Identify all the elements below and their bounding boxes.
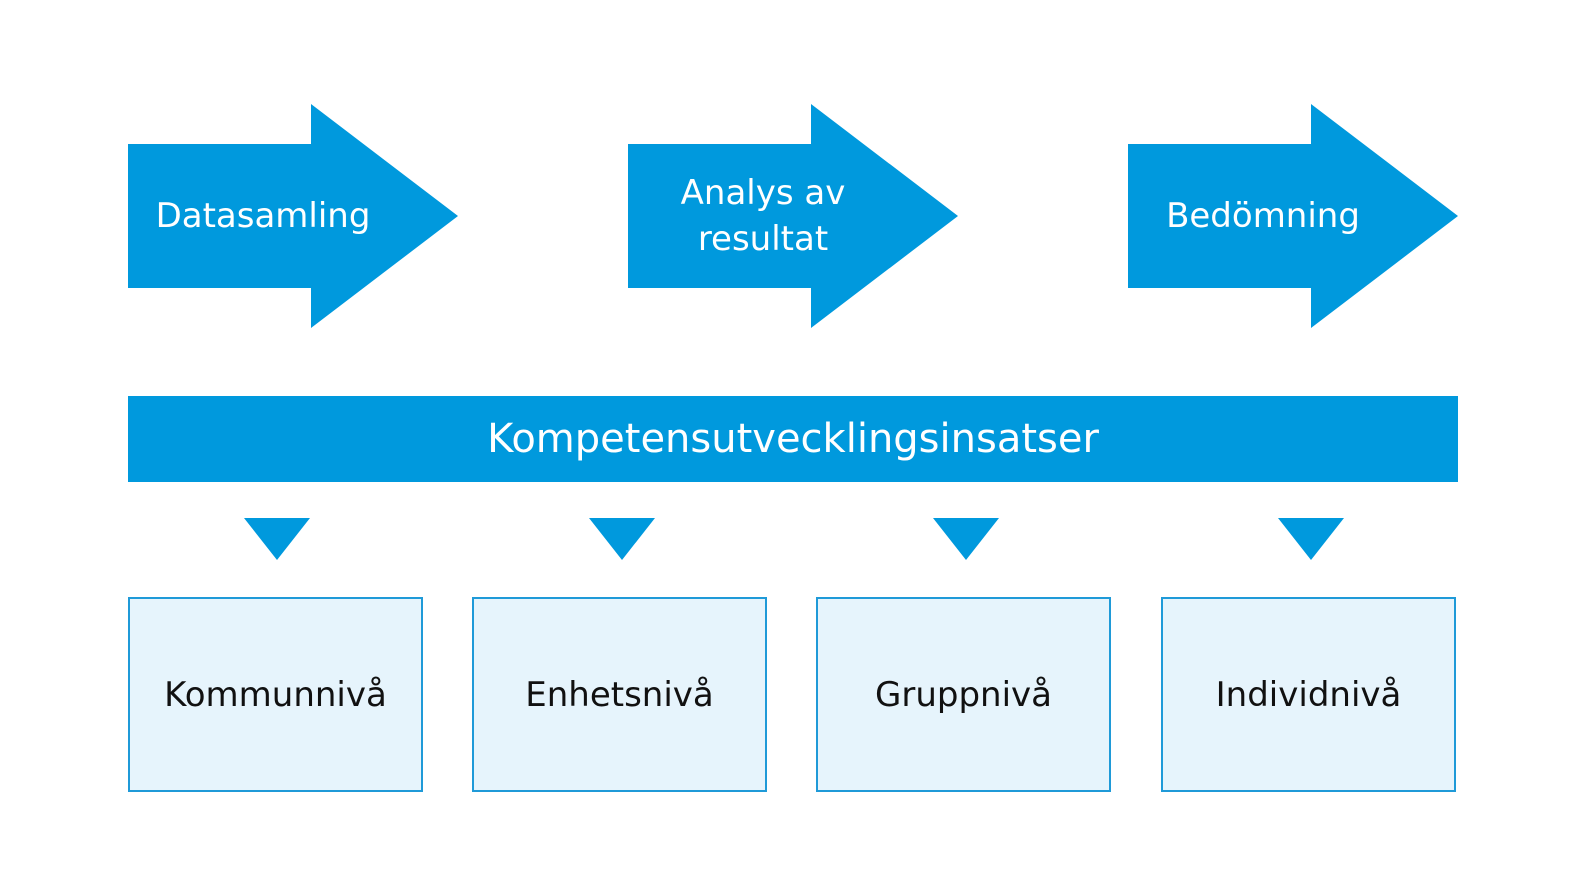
process-step-label: Analys av resultat <box>680 173 846 259</box>
process-step-label: Bedömning <box>1166 196 1360 236</box>
competence-bar: Kompetensutvecklingsinsatser <box>128 396 1458 482</box>
process-arrow-analys: Analys av resultat <box>628 104 958 328</box>
down-triangle-icon <box>1278 518 1344 560</box>
process-arrow-bedomning: Bedömning <box>1128 104 1458 328</box>
arrow-shape-icon <box>128 104 458 328</box>
arrow-shape-icon <box>628 104 958 328</box>
down-triangle-icon <box>589 518 655 560</box>
level-box-kommun: Kommunnivå <box>128 597 423 792</box>
process-arrow-datasamling: Datasamling <box>128 104 458 328</box>
level-box-grupp: Gruppnivå <box>816 597 1111 792</box>
down-triangle-icon <box>933 518 999 560</box>
level-box-enhet: Enhetsnivå <box>472 597 767 792</box>
level-box-individ: Individnivå <box>1161 597 1456 792</box>
arrow-shape-icon <box>1128 104 1458 328</box>
process-step-label: Datasamling <box>155 196 371 236</box>
down-triangle-icon <box>244 518 310 560</box>
